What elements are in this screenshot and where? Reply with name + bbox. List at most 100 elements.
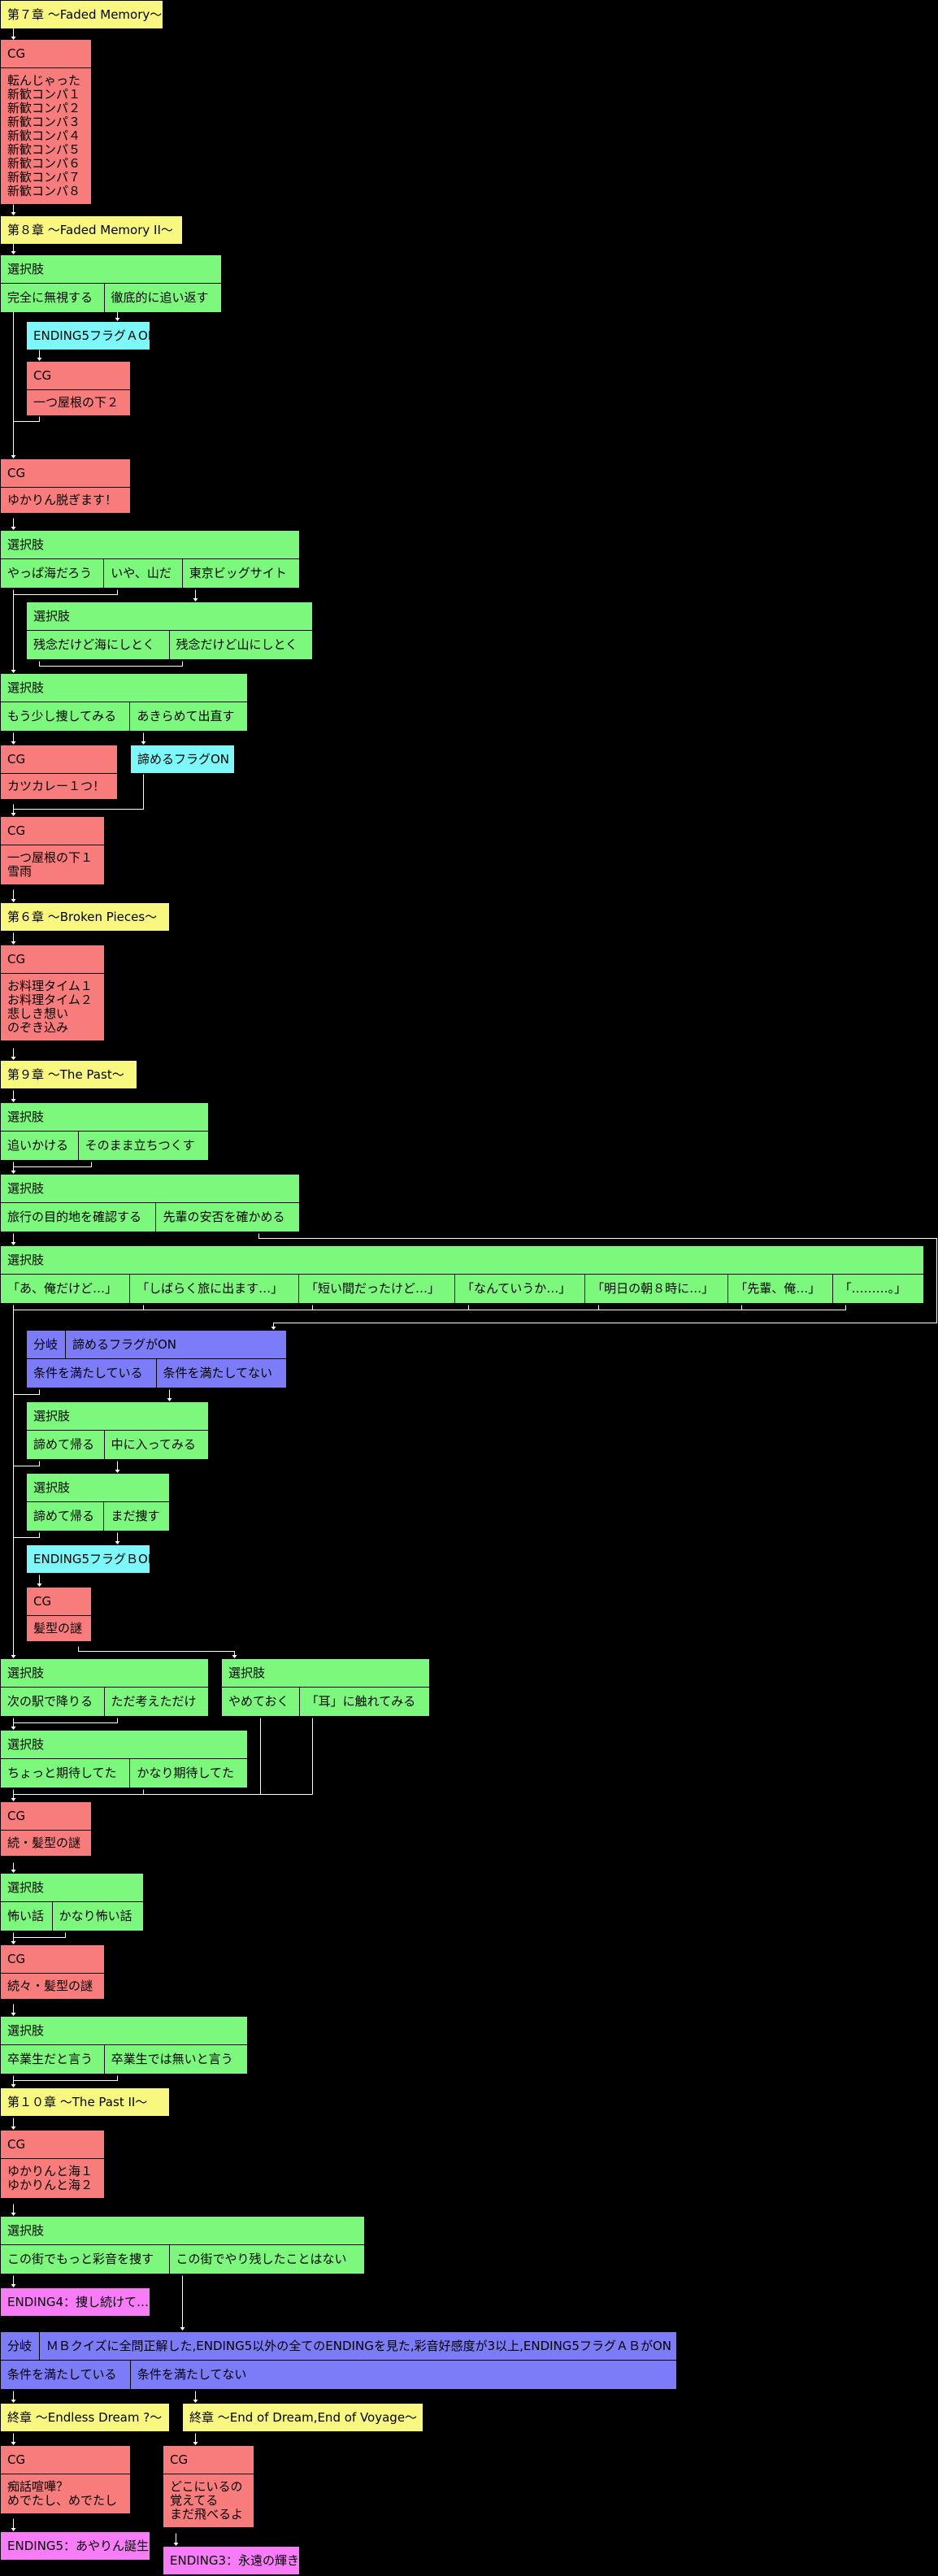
- chapter-label: 第７章 〜Faded Memory〜: [7, 7, 163, 22]
- choice-option[interactable]: 「なんていうか…」: [454, 1275, 584, 1303]
- choice-option[interactable]: 東京ビッグサイト: [181, 559, 299, 588]
- choice-header: 選択肢: [33, 609, 71, 623]
- chapter-node: 第１０章 〜The Past II〜: [1, 2088, 169, 2116]
- choice-option[interactable]: 卒業生だと言う: [7, 2052, 93, 2066]
- choice-option[interactable]: 中に入ってみる: [103, 1431, 208, 1459]
- choice-option[interactable]: 残念だけど海にしとく: [33, 637, 155, 652]
- choice-option[interactable]: 「あ、俺だけど…」: [7, 1281, 118, 1296]
- arrowhead-icon: [271, 1327, 276, 1330]
- chapter-node: 第７章 〜Faded Memory〜: [1, 1, 163, 28]
- cg-list: 髪型の謎: [27, 1615, 91, 1641]
- arrowhead-icon: [11, 741, 16, 745]
- branch-outcome: 条件を満たしてない: [155, 1359, 287, 1388]
- arrowhead-icon: [11, 899, 16, 902]
- arrowhead-icon: [11, 2528, 16, 2531]
- choice-options: 次の駅で降りるただ考えただけ: [1, 1687, 208, 1716]
- connector-line: [13, 1389, 40, 1395]
- choice-option[interactable]: 「耳」に触れてみる: [298, 1688, 429, 1716]
- arrowhead-icon: [11, 813, 16, 816]
- arrowhead-icon: [11, 2284, 16, 2287]
- choice-option[interactable]: 諦めて帰る: [33, 1509, 95, 1523]
- choice-option[interactable]: 残念だけど山にしとく: [168, 631, 313, 659]
- chapter-node: 終章 〜End of Dream,End of Voyage〜: [183, 2404, 423, 2431]
- chapter-node: 第６章 〜Broken Pieces〜: [1, 903, 169, 931]
- choice-header: 選択肢: [7, 1666, 45, 1680]
- choice-option[interactable]: 追いかける: [7, 1138, 69, 1153]
- choice-option[interactable]: いや、山だ: [103, 559, 182, 588]
- choice-options: この街でもっと彩音を捜すこの街でやり残したことはない: [1, 2244, 364, 2274]
- branch-condition: ＭＢクイズに全問正解した,ENDING5以外の全てのENDINGを見た,彩音好感…: [38, 2332, 676, 2360]
- choice-option[interactable]: そのまま立ちつくす: [77, 1132, 208, 1160]
- cg-list: 一つ屋根の下１ 雪雨: [1, 845, 104, 884]
- cg-header: CG: [33, 1594, 52, 1609]
- chapter-label: 第１０章 〜The Past II〜: [7, 2095, 148, 2109]
- arrowhead-icon: [11, 670, 16, 673]
- choice-header: 選択肢: [7, 680, 45, 695]
- flag-node: ENDING5フラグＡON: [27, 322, 150, 350]
- choice-option[interactable]: ただ考えただけ: [103, 1688, 209, 1716]
- arrowhead-icon: [115, 1470, 120, 1473]
- choice-option[interactable]: やめておく: [228, 1694, 289, 1709]
- choice-option[interactable]: 「しばらく旅に出ます…」: [129, 1275, 298, 1303]
- choice-option[interactable]: あきらめて出直す: [129, 702, 247, 731]
- arrowhead-icon: [173, 2543, 179, 2546]
- choice-option[interactable]: 怖い話: [7, 1909, 45, 1923]
- connector-line: [13, 1162, 92, 1167]
- choice-option[interactable]: もう少し捜してみる: [7, 709, 117, 723]
- cg-header: CG: [7, 466, 26, 480]
- choice-node: 選択肢旅行の目的地を確認する先輩の安否を確かめる: [1, 1175, 299, 1232]
- connector-line: [13, 589, 118, 595]
- choice-option[interactable]: 次の駅で降りる: [7, 1694, 93, 1709]
- choice-node: 選択肢卒業生だと言う卒業生では無いと言う: [1, 2017, 247, 2074]
- choice-option[interactable]: 完全に無視する: [7, 290, 93, 305]
- choice-option[interactable]: 徹底的に追い返す: [103, 284, 221, 312]
- chapter-node: 第８章 〜Faded Memory II〜: [1, 216, 182, 244]
- choice-option[interactable]: やっぱ海だろう: [7, 566, 93, 580]
- choice-option[interactable]: 「短い間だったけど…」: [298, 1275, 454, 1303]
- choice-node: 選択肢怖い話かなり怖い話: [1, 1874, 143, 1931]
- choice-option[interactable]: まだ捜す: [103, 1502, 169, 1531]
- chapter-label: 第８章 〜Faded Memory II〜: [7, 223, 173, 237]
- choice-option[interactable]: 「先輩、俺…」: [727, 1275, 832, 1303]
- ending-node: ENDING4：捜し続けて…: [1, 2288, 150, 2316]
- choice-header: 選択肢: [7, 1880, 45, 1895]
- choice-option[interactable]: ちょっと期待してた: [7, 1766, 117, 1780]
- choice-options: やめておく「耳」に触れてみる: [222, 1687, 429, 1716]
- choice-option[interactable]: 卒業生では無いと言う: [103, 2045, 247, 2074]
- connector-line: [13, 1461, 40, 1466]
- choice-option[interactable]: 諦めて帰る: [33, 1437, 95, 1452]
- branch-outcome: 条件を満たしてない: [129, 2361, 676, 2389]
- choice-option[interactable]: 旅行の目的地を確認する: [7, 1210, 142, 1224]
- ending-node: ENDING3：永遠の輝き: [163, 2547, 299, 2574]
- choice-options: 旅行の目的地を確認する先輩の安否を確かめる: [1, 1202, 299, 1232]
- choice-option[interactable]: 先輩の安否を確かめる: [155, 1203, 299, 1232]
- choice-options: もう少し捜してみるあきらめて出直す: [1, 702, 247, 731]
- arrowhead-icon: [115, 1541, 120, 1544]
- choice-header: 選択肢: [7, 1253, 45, 1267]
- connector-line: [13, 1305, 846, 1310]
- connector-line: [13, 1718, 118, 1723]
- cg-list: ゆかりん脱ぎます！: [1, 487, 130, 513]
- arrowhead-icon: [11, 2442, 16, 2445]
- choice-option[interactable]: かなり怖い話: [51, 1902, 143, 1931]
- branch-condition: 諦めるフラグがON: [65, 1331, 183, 1358]
- cg-node: CG 髪型の謎: [27, 1588, 91, 1641]
- cg-list: どこにいるの 覚えてる まだ飛べるよ: [163, 2474, 254, 2527]
- choice-option[interactable]: この街でもっと彩音を捜す: [7, 2252, 154, 2266]
- choice-option[interactable]: かなり期待してた: [129, 1759, 247, 1788]
- choice-option[interactable]: 「明日の朝８時に…」: [584, 1275, 727, 1303]
- arrowhead-icon: [11, 941, 16, 945]
- choice-option[interactable]: この街でやり残したことはない: [168, 2245, 364, 2274]
- choice-header: 選択肢: [228, 1666, 266, 1680]
- arrowhead-icon: [11, 1727, 16, 1730]
- branch-header: 分岐諦めるフラグがON: [27, 1331, 286, 1358]
- arrowhead-icon: [11, 1057, 16, 1060]
- branch-outcome: 条件を満たしている: [33, 1366, 143, 1380]
- choice-option[interactable]: 「………。」: [832, 1275, 923, 1303]
- branch-options: 条件を満たしている条件を満たしてない: [27, 1358, 286, 1388]
